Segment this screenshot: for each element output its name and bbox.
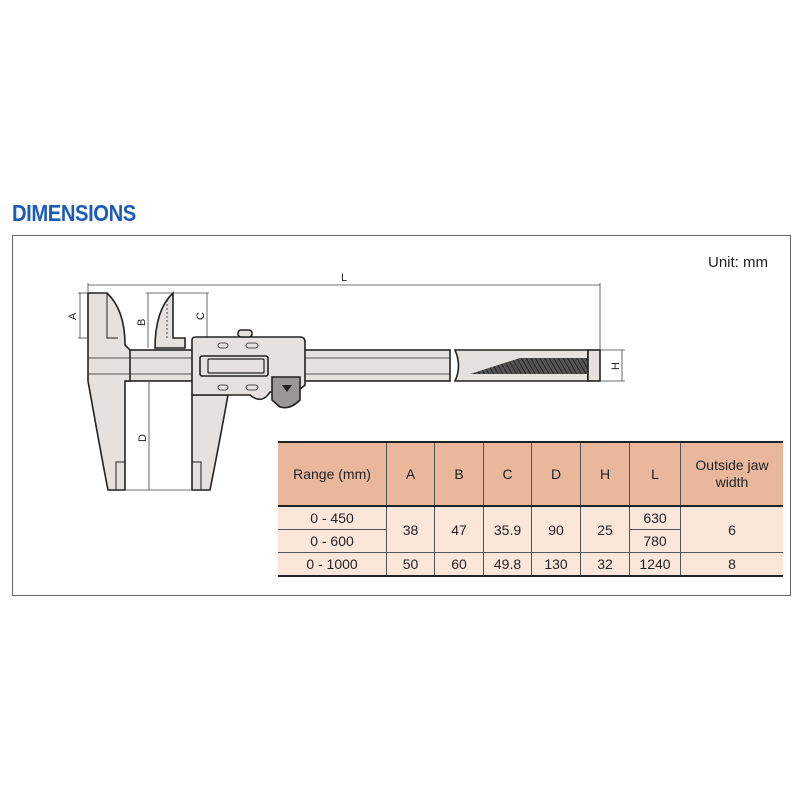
header-jaw-width: Outside jaw width <box>680 442 783 507</box>
end-block <box>587 349 601 382</box>
dimensions-frame <box>12 235 791 596</box>
cell-C: 49.8 <box>483 552 532 576</box>
cell-A: 38 <box>386 506 435 553</box>
cell-range: 0 - 450 <box>278 506 387 530</box>
arrow-down-icon <box>282 385 292 392</box>
jaw-tip <box>115 461 126 491</box>
cell-range: 0 - 600 <box>278 529 387 553</box>
lcd-screen <box>207 358 265 374</box>
table-header-row: Range (mm) A B C D H L Outside jaw width <box>278 442 783 507</box>
cell-L: 1240 <box>629 552 681 576</box>
label-B: B <box>136 319 148 326</box>
cell-range: 0 - 1000 <box>278 552 387 576</box>
fixed-jaw <box>87 292 131 491</box>
cell-B: 47 <box>434 506 484 553</box>
table-row: 0 - 1000 50 60 49.8 130 32 1240 8 <box>278 552 783 576</box>
jaw-tip <box>191 461 202 491</box>
dimension-lines <box>78 283 625 491</box>
cell-jaw: 6 <box>680 506 783 553</box>
table-row: 0 - 450 38 47 35.9 90 25 630 6 <box>278 506 783 553</box>
label-H: H <box>610 362 622 370</box>
slider-upper-jaw <box>154 291 186 349</box>
header-L: L <box>629 442 681 507</box>
unit-label: Unit: mm <box>708 254 768 271</box>
slider-lower-jaw <box>191 394 229 491</box>
cell-L: 630 <box>629 506 681 530</box>
button <box>245 342 259 349</box>
button <box>217 384 229 391</box>
header-range: Range (mm) <box>278 442 387 507</box>
section-title: DIMENSIONS <box>12 200 136 226</box>
cell-B: 60 <box>434 552 484 576</box>
cell-A: 50 <box>386 552 435 576</box>
scale-hatch <box>470 358 588 374</box>
cell-jaw: 8 <box>680 552 783 576</box>
cell-D: 130 <box>531 552 581 576</box>
cell-C: 35.9 <box>483 506 532 553</box>
label-D: D <box>137 434 149 442</box>
header-H: H <box>580 442 630 507</box>
header-B: B <box>434 442 484 507</box>
cell-D: 90 <box>531 506 581 553</box>
cell-H: 32 <box>580 552 630 576</box>
thumb-roller <box>271 376 301 409</box>
caliper <box>87 291 601 491</box>
cell-L: 780 <box>629 529 681 553</box>
label-L: L <box>341 272 347 284</box>
header-C: C <box>483 442 532 507</box>
table-row: 0 - 600 780 <box>278 529 783 553</box>
button <box>217 342 229 349</box>
lock-screw <box>237 329 253 338</box>
label-A: A <box>67 312 79 320</box>
jaw-step <box>106 293 118 339</box>
dimensions-table: Range (mm) A B C D H L Outside jaw width… <box>278 441 783 577</box>
button <box>245 384 259 391</box>
label-C: C <box>195 312 207 320</box>
header-A: A <box>386 442 435 507</box>
cell-H: 25 <box>580 506 630 553</box>
header-D: D <box>531 442 581 507</box>
